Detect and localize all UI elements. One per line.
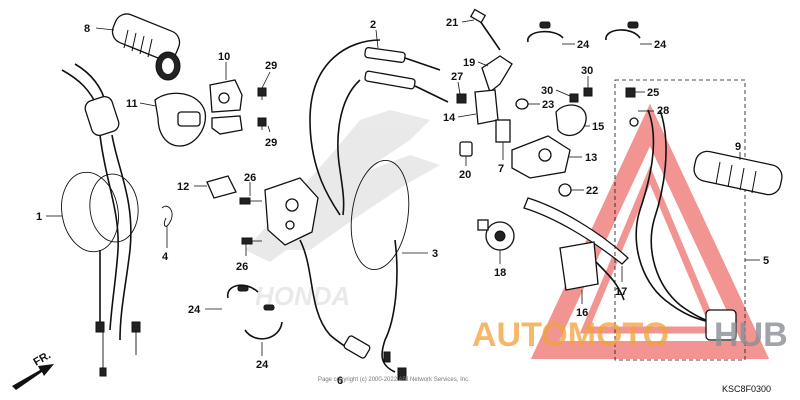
diagram-code: KSC8F0300	[722, 384, 771, 394]
bolt-29a	[257, 87, 267, 100]
washer-28	[629, 117, 639, 127]
callout-11: 11	[126, 98, 138, 110]
clamp-12	[206, 175, 237, 199]
callout-13: 13	[585, 152, 597, 164]
screw-25	[625, 87, 636, 98]
collar-23	[515, 98, 529, 110]
callout-24-d: 24	[256, 359, 269, 371]
handlebar-switch-assembly	[264, 177, 371, 359]
callout-29-b: 29	[265, 137, 277, 149]
callout-28: 28	[657, 105, 669, 117]
throttle-cable-assembly	[61, 63, 141, 377]
callout-24-a: 24	[577, 39, 590, 51]
callout-26-a: 26	[244, 172, 256, 184]
callout-20: 20	[459, 169, 471, 181]
callout-23: 23	[542, 99, 554, 111]
bolt-30a	[569, 93, 579, 103]
band-24-right-b	[605, 21, 641, 41]
callout-30-a: 30	[541, 85, 553, 97]
callout-22: 22	[586, 185, 598, 197]
screw-26b	[241, 237, 262, 245]
callout-5: 5	[763, 255, 769, 267]
callout-29-a: 29	[265, 60, 277, 72]
watermark-text-gray: HUB	[714, 316, 788, 354]
callout-12: 12	[177, 181, 189, 193]
wire-harness-5	[614, 79, 746, 361]
callout-16: 16	[576, 307, 588, 319]
callout-30-b: 30	[581, 65, 593, 77]
callout-1: 1	[36, 211, 42, 223]
front-direction-arrow: FR.	[12, 349, 54, 390]
bolt-30b	[583, 87, 593, 97]
callout-7: 7	[498, 163, 504, 175]
callout-3: 3	[432, 248, 438, 260]
callout-14: 14	[443, 112, 456, 124]
throttle-clamp	[209, 79, 243, 135]
long-cable-3	[350, 159, 410, 381]
callout-24-c: 24	[188, 304, 201, 316]
switch-body-18	[477, 219, 515, 251]
callout-6: 6	[337, 375, 343, 387]
callout-10: 10	[218, 51, 230, 63]
lever-pivot-19	[481, 55, 513, 94]
nut-22	[558, 183, 572, 197]
callout-25: 25	[647, 87, 659, 99]
callout-26-b: 26	[236, 261, 248, 273]
callout-17: 17	[615, 286, 627, 298]
screw-26a	[239, 197, 262, 205]
callout-8: 8	[84, 23, 90, 35]
callout-21: 21	[446, 17, 458, 29]
callout-labels: 1 2 3 4 5 6 7 8 9 10 11 12 13 14 15 16 1…	[36, 17, 769, 387]
master-cylinder-13	[511, 135, 571, 179]
callout-18: 18	[494, 267, 506, 279]
callout-27: 27	[451, 71, 463, 83]
band-24-left-bottom	[244, 304, 283, 340]
bolt-29b	[257, 117, 267, 130]
throttle-housing	[154, 92, 207, 147]
grip-rubber-right	[693, 150, 783, 196]
callout-9: 9	[735, 141, 741, 153]
bracket-14	[474, 89, 499, 125]
band-24-right-a	[527, 21, 564, 43]
switch-7	[495, 119, 511, 143]
plug-20	[459, 141, 473, 157]
nut-27	[456, 93, 467, 104]
grip-rubber-left	[111, 13, 181, 81]
cable-clip	[161, 205, 173, 227]
lever-17	[523, 197, 629, 265]
band-24-left-top	[227, 284, 259, 299]
callout-4: 4	[162, 251, 169, 263]
lever-bolt-21	[469, 8, 501, 51]
watermark-text-orange: AUTOMOTO	[472, 316, 669, 354]
callout-24-b: 24	[654, 39, 667, 51]
callout-2: 2	[370, 19, 376, 31]
harness-16	[559, 241, 625, 301]
copyright-text: Page copyright (c) 2000-2022 ARI Network…	[318, 377, 470, 383]
clutch-cable	[309, 39, 449, 216]
callout-15: 15	[592, 121, 604, 133]
holder-15	[555, 104, 587, 137]
callout-19: 19	[463, 57, 475, 69]
